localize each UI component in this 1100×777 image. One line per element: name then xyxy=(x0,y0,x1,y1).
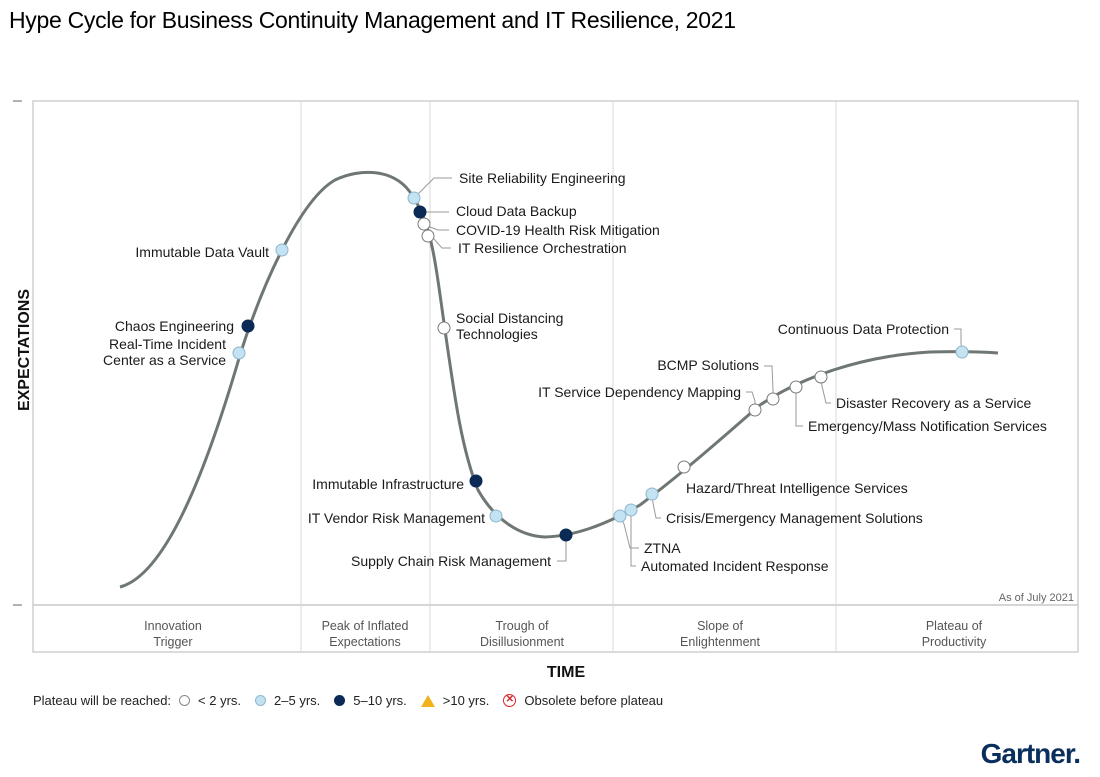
label-bcmp-solutions: BCMP Solutions xyxy=(657,357,759,373)
label-continuous-data-protection: Continuous Data Protection xyxy=(778,321,949,337)
label-covid-19-health-risk-mitigation: COVID-19 Health Risk Mitigation xyxy=(456,222,660,238)
legend-label: Obsolete before plateau xyxy=(524,693,664,708)
y-axis-title: EXPECTATIONS xyxy=(16,289,33,411)
marker-disaster-recovery-as-a-service xyxy=(814,370,828,384)
marker-covid-19-health-risk-mitigation xyxy=(417,217,431,231)
label-it-resilience-orchestration: IT Resilience Orchestration xyxy=(458,240,627,256)
legend-label: 2–5 yrs. xyxy=(274,693,321,708)
chart-frame xyxy=(13,100,1079,653)
as-of-label: As of July 2021 xyxy=(999,592,1074,604)
label-it-service-dependency-mapping: IT Service Dependency Mapping xyxy=(538,384,741,400)
technology-markers xyxy=(232,191,969,542)
marker-ztna xyxy=(613,509,627,523)
legend: Plateau will be reached: < 2 yrs. 2–5 yr… xyxy=(33,693,677,708)
label-disaster-recovery-as-a-service: Disaster Recovery as a Service xyxy=(836,395,1032,411)
legend-item-obsolete: ✕ Obsolete before plateau xyxy=(503,693,663,708)
label-supply-chain-risk-management: Supply Chain Risk Management xyxy=(351,553,551,569)
legend-item-5to10: 5–10 yrs. xyxy=(334,693,407,708)
legend-label: >10 yrs. xyxy=(442,693,490,708)
marker-cloud-data-backup xyxy=(413,205,427,219)
marker-immutable-infrastructure xyxy=(469,474,483,488)
label-it-vendor-risk-management: IT Vendor Risk Management xyxy=(308,510,485,526)
marker-real-time-incident-center-as-a-service xyxy=(232,346,246,360)
legend-item-lt2: < 2 yrs. xyxy=(179,693,241,708)
marker-chaos-engineering xyxy=(241,319,255,333)
marker-automated-incident-response xyxy=(624,503,638,517)
marker-crisis-emergency-management-solutions xyxy=(645,487,659,501)
legend-item-gt10: >10 yrs. xyxy=(420,693,490,708)
marker-immutable-data-vault xyxy=(275,243,289,257)
leader-line-automated-incident-response xyxy=(630,510,636,567)
label-crisis-emergency-management-solutions: Crisis/Emergency Management Solutions xyxy=(666,510,923,526)
label-site-reliability-engineering: Site Reliability Engineering xyxy=(459,170,626,186)
dark-blue-circle-icon xyxy=(334,695,346,706)
yellow-triangle-icon xyxy=(420,694,435,707)
legend-label: < 2 yrs. xyxy=(198,693,242,708)
label-emergency-mass-notification-services: Emergency/Mass Notification Services xyxy=(808,418,1047,434)
label-cloud-data-backup: Cloud Data Backup xyxy=(456,203,577,219)
label-immutable-data-vault: Immutable Data Vault xyxy=(135,244,269,260)
marker-it-vendor-risk-management xyxy=(489,509,503,523)
marker-supply-chain-risk-management xyxy=(559,528,573,542)
hype-curve xyxy=(119,170,999,589)
marker-site-reliability-engineering xyxy=(407,191,421,205)
label-hazard-threat-intelligence-services: Hazard/Threat Intelligence Services xyxy=(686,480,908,496)
label-ztna: ZTNA xyxy=(644,540,681,556)
white-circle-icon xyxy=(179,695,191,706)
x-axis-title: TIME xyxy=(547,664,586,681)
label-automated-incident-response: Automated Incident Response xyxy=(641,558,829,574)
marker-continuous-data-protection xyxy=(955,345,969,359)
marker-bcmp-solutions xyxy=(766,392,780,406)
marker-social-distancing-technologies xyxy=(437,321,451,335)
label-immutable-infrastructure: Immutable Infrastructure xyxy=(312,476,464,492)
legend-label: 5–10 yrs. xyxy=(353,693,407,708)
chart-title: Hype Cycle for Business Continuity Manag… xyxy=(9,7,736,33)
gartner-logo: Gartner. xyxy=(980,738,1081,769)
light-blue-circle-icon xyxy=(255,695,267,706)
marker-hazard-threat-intelligence-services xyxy=(677,460,691,474)
label-chaos-engineering: Chaos Engineering xyxy=(115,318,234,334)
marker-it-service-dependency-mapping xyxy=(748,403,762,417)
legend-caption: Plateau will be reached: xyxy=(33,693,172,708)
marker-it-resilience-orchestration xyxy=(421,229,435,243)
marker-emergency-mass-notification-services xyxy=(789,380,803,394)
legend-item-2to5: 2–5 yrs. xyxy=(255,693,320,708)
red-x-circle-icon: ✕ xyxy=(503,694,517,707)
